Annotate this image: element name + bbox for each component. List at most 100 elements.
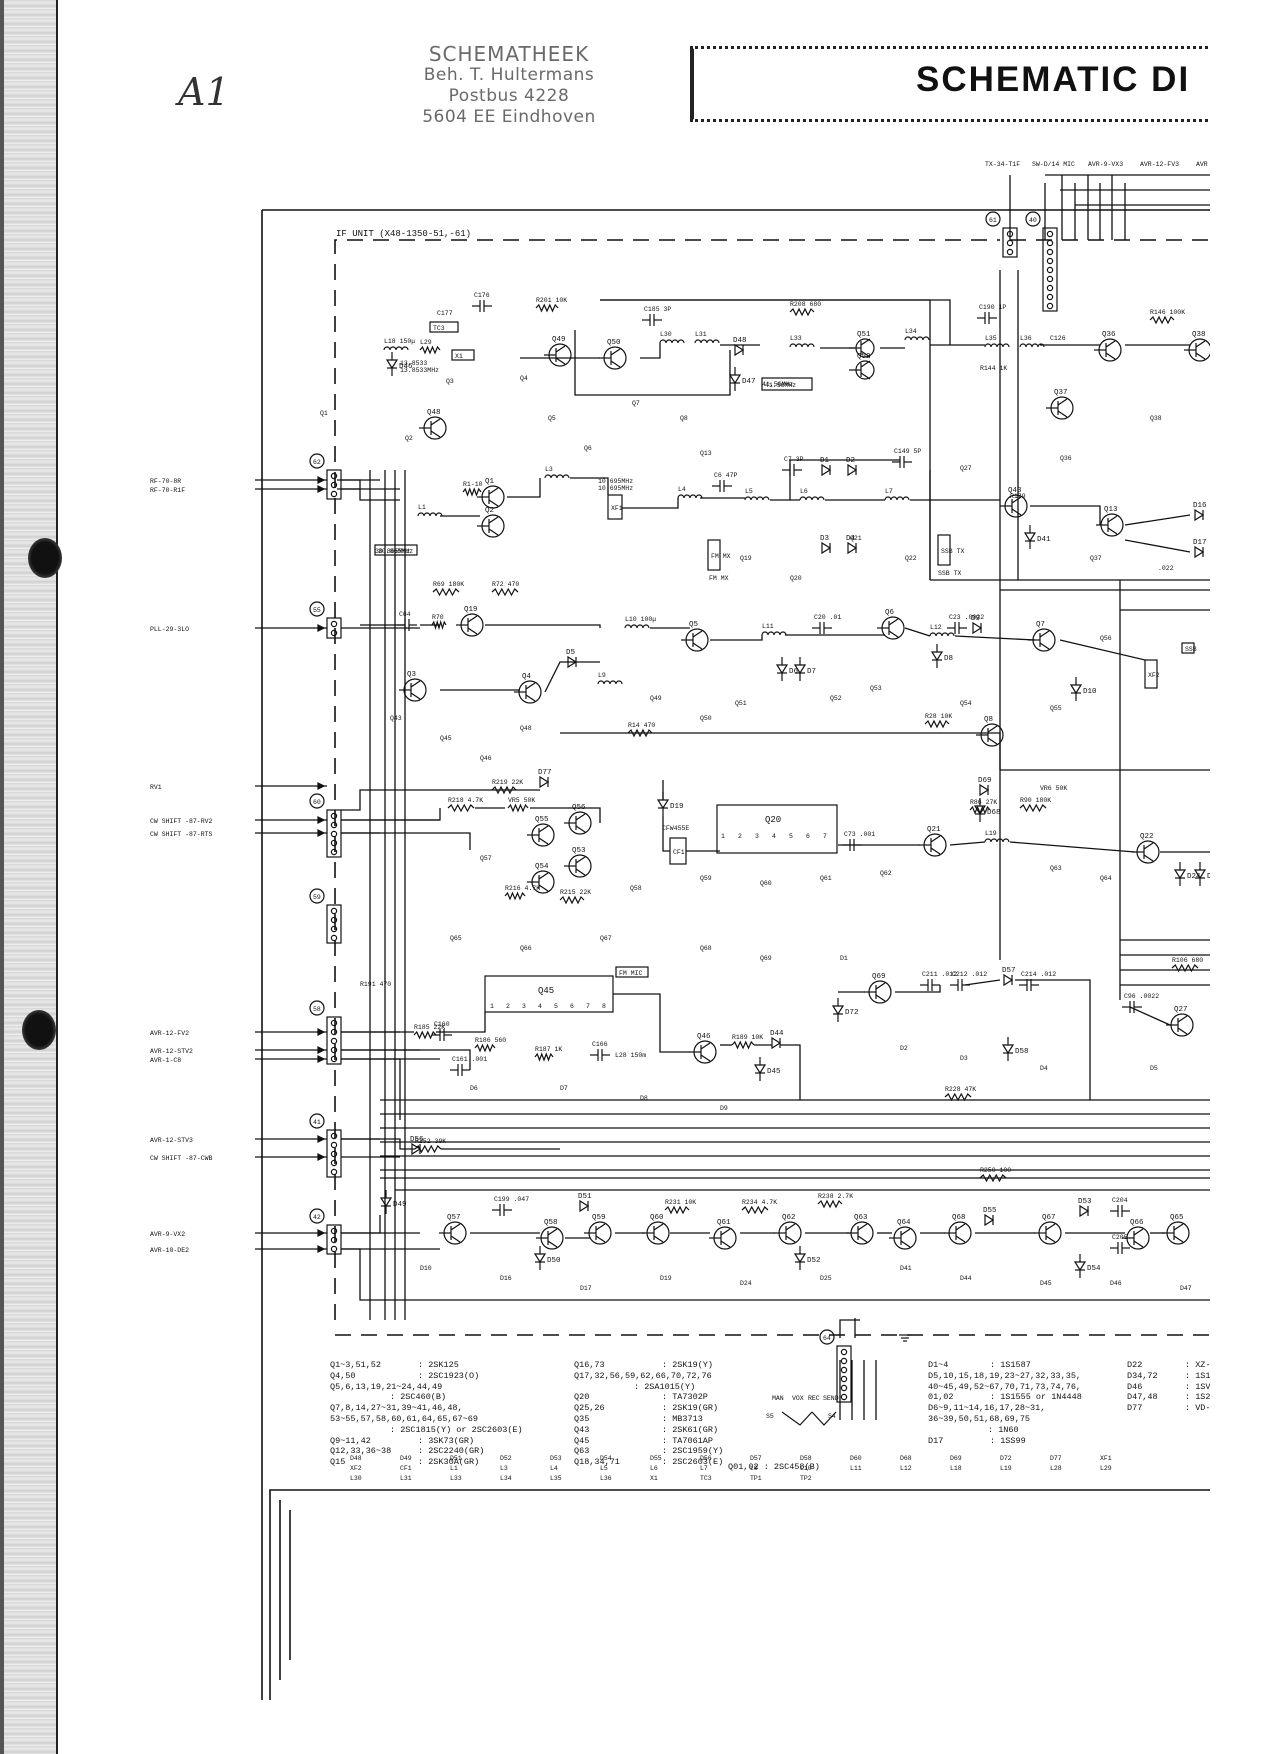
- wire: [600, 299, 951, 345]
- inductor-turn: [761, 631, 769, 636]
- connector-61: [985, 211, 1018, 258]
- transistor-collector: [488, 516, 499, 524]
- connector-pin: [1046, 275, 1054, 283]
- transistor-Q52: [849, 360, 875, 380]
- wire: [1129, 1006, 1171, 1026]
- component-box-label: XF1: [611, 505, 623, 512]
- unit-boundary-dash: [334, 239, 1000, 1320]
- component-ref: L30: [350, 1475, 362, 1482]
- resistor: [535, 303, 559, 313]
- inductor-turn: [706, 339, 714, 344]
- component-ref: L12: [900, 1465, 912, 1472]
- component-ref: L35: [550, 1475, 562, 1482]
- wire: [640, 343, 661, 359]
- component-ref: L31: [400, 1475, 412, 1482]
- resistor-label: R215 22K: [560, 889, 591, 896]
- component-ref: Q68: [700, 945, 712, 952]
- connector-pin: [330, 916, 338, 924]
- transistor-emitter: [538, 884, 549, 892]
- connector-pin: [330, 1028, 338, 1036]
- transistor-Q7: [1028, 628, 1056, 652]
- diode-label: D56: [410, 1136, 424, 1144]
- transistor-emitter: [1105, 352, 1116, 360]
- inductor-turn: [694, 339, 702, 344]
- resistor: [944, 1092, 972, 1102]
- parts-row: Q18,34,71: 2SC2603(E): [574, 1457, 723, 1468]
- connector-pin: [330, 830, 338, 838]
- transistor-emitter: [575, 868, 586, 876]
- connector-pin: [330, 1159, 338, 1167]
- freq-label: 30.865MHz: [375, 548, 410, 555]
- transistor-label: Q67: [1042, 1214, 1056, 1222]
- ic-pin-label: 2: [738, 833, 742, 840]
- freq-label: 10.695MHz: [598, 485, 633, 492]
- cap-label: C126: [1050, 335, 1066, 342]
- part-type: : 2SK19(Y): [662, 1360, 714, 1370]
- resistor: [413, 1030, 437, 1040]
- inductor-turn: [423, 512, 431, 517]
- punch-hole-top: [28, 538, 62, 578]
- transistor-Q2: [477, 514, 505, 538]
- wire: [544, 661, 600, 693]
- transistor-emitter: [857, 1235, 868, 1243]
- connector-pin: [1046, 266, 1054, 274]
- resistor-label: R106 680: [1172, 957, 1203, 964]
- transistor-collector: [860, 338, 871, 346]
- transistor-label: Q22: [1140, 833, 1154, 841]
- inductor-turn: [922, 336, 930, 341]
- part-type: : 2SC2240(GR): [418, 1446, 485, 1457]
- inductor-turn: [896, 496, 904, 501]
- parts-list-transistors-2: Q16,73: 2SK19(Y)Q17,32,56,59,62,66,70,72…: [574, 1360, 723, 1468]
- resistor: [507, 803, 529, 813]
- diode-body: [793, 1253, 807, 1264]
- wire: [341, 1058, 401, 1120]
- capacitor-label: C161 .001: [452, 1056, 487, 1063]
- part-ref: 40~45,49,52~67,70,71,73,74,76,: [928, 1381, 1082, 1392]
- transistor-Q66: [1122, 1226, 1150, 1250]
- diode-body: [539, 775, 550, 789]
- ic-label: CFW455E: [662, 825, 689, 832]
- part-type: : 1S1587: [990, 1360, 1031, 1370]
- connector-pin: [330, 925, 338, 933]
- arrow: [317, 624, 326, 632]
- inductor-turn: [773, 631, 781, 636]
- inductor-turn: [890, 496, 898, 501]
- connector-62: [309, 453, 342, 500]
- component-ref: Q52: [830, 695, 842, 702]
- transistor-label: Q4: [522, 673, 532, 681]
- diode-label: D5: [566, 649, 576, 657]
- component-ref: TC3: [700, 1475, 712, 1482]
- diode-body: [411, 1142, 422, 1156]
- connector-pin: [330, 812, 338, 820]
- connector-pin: [330, 1132, 338, 1140]
- transistor-collector: [555, 345, 566, 353]
- part-type: : 1N60: [988, 1424, 1019, 1435]
- inductor-turn: [609, 680, 617, 685]
- part-type: : 1S1555 or 1N4448: [990, 1392, 1082, 1403]
- inductor-turn: [756, 496, 764, 501]
- transistor-Q46: [689, 1040, 717, 1064]
- diode-label: D69: [978, 777, 992, 785]
- inductor-turn: [1031, 343, 1039, 348]
- inductor-turn: [904, 336, 912, 341]
- wire: [341, 808, 441, 821]
- part-type: : 2SC1959(Y): [662, 1446, 724, 1457]
- resistor-label: R234 4.7K: [742, 1199, 777, 1206]
- component-ref: Q67: [600, 935, 612, 942]
- component-ref: D56: [700, 1455, 712, 1462]
- connector-pin: [330, 1236, 338, 1244]
- part-ref: Q5,6,13,19,21~24,44,49: [330, 1381, 443, 1392]
- capacitor-label: C149 5P: [894, 448, 921, 455]
- ic-label: FM MIC: [619, 970, 643, 977]
- connector-pin: [1046, 239, 1054, 247]
- transistor-Q55: [527, 823, 555, 847]
- transistor-Q60: [642, 1221, 670, 1245]
- transistor-Q68: [944, 1221, 972, 1245]
- resistor: [414, 1144, 442, 1154]
- component-ref: D49: [400, 1455, 412, 1462]
- diode-label: D49: [393, 1201, 407, 1209]
- ic-label: Q20: [765, 815, 781, 825]
- diode-body: [1001, 1044, 1015, 1055]
- diode-label: D9: [971, 615, 980, 623]
- inductor-turn: [789, 343, 797, 348]
